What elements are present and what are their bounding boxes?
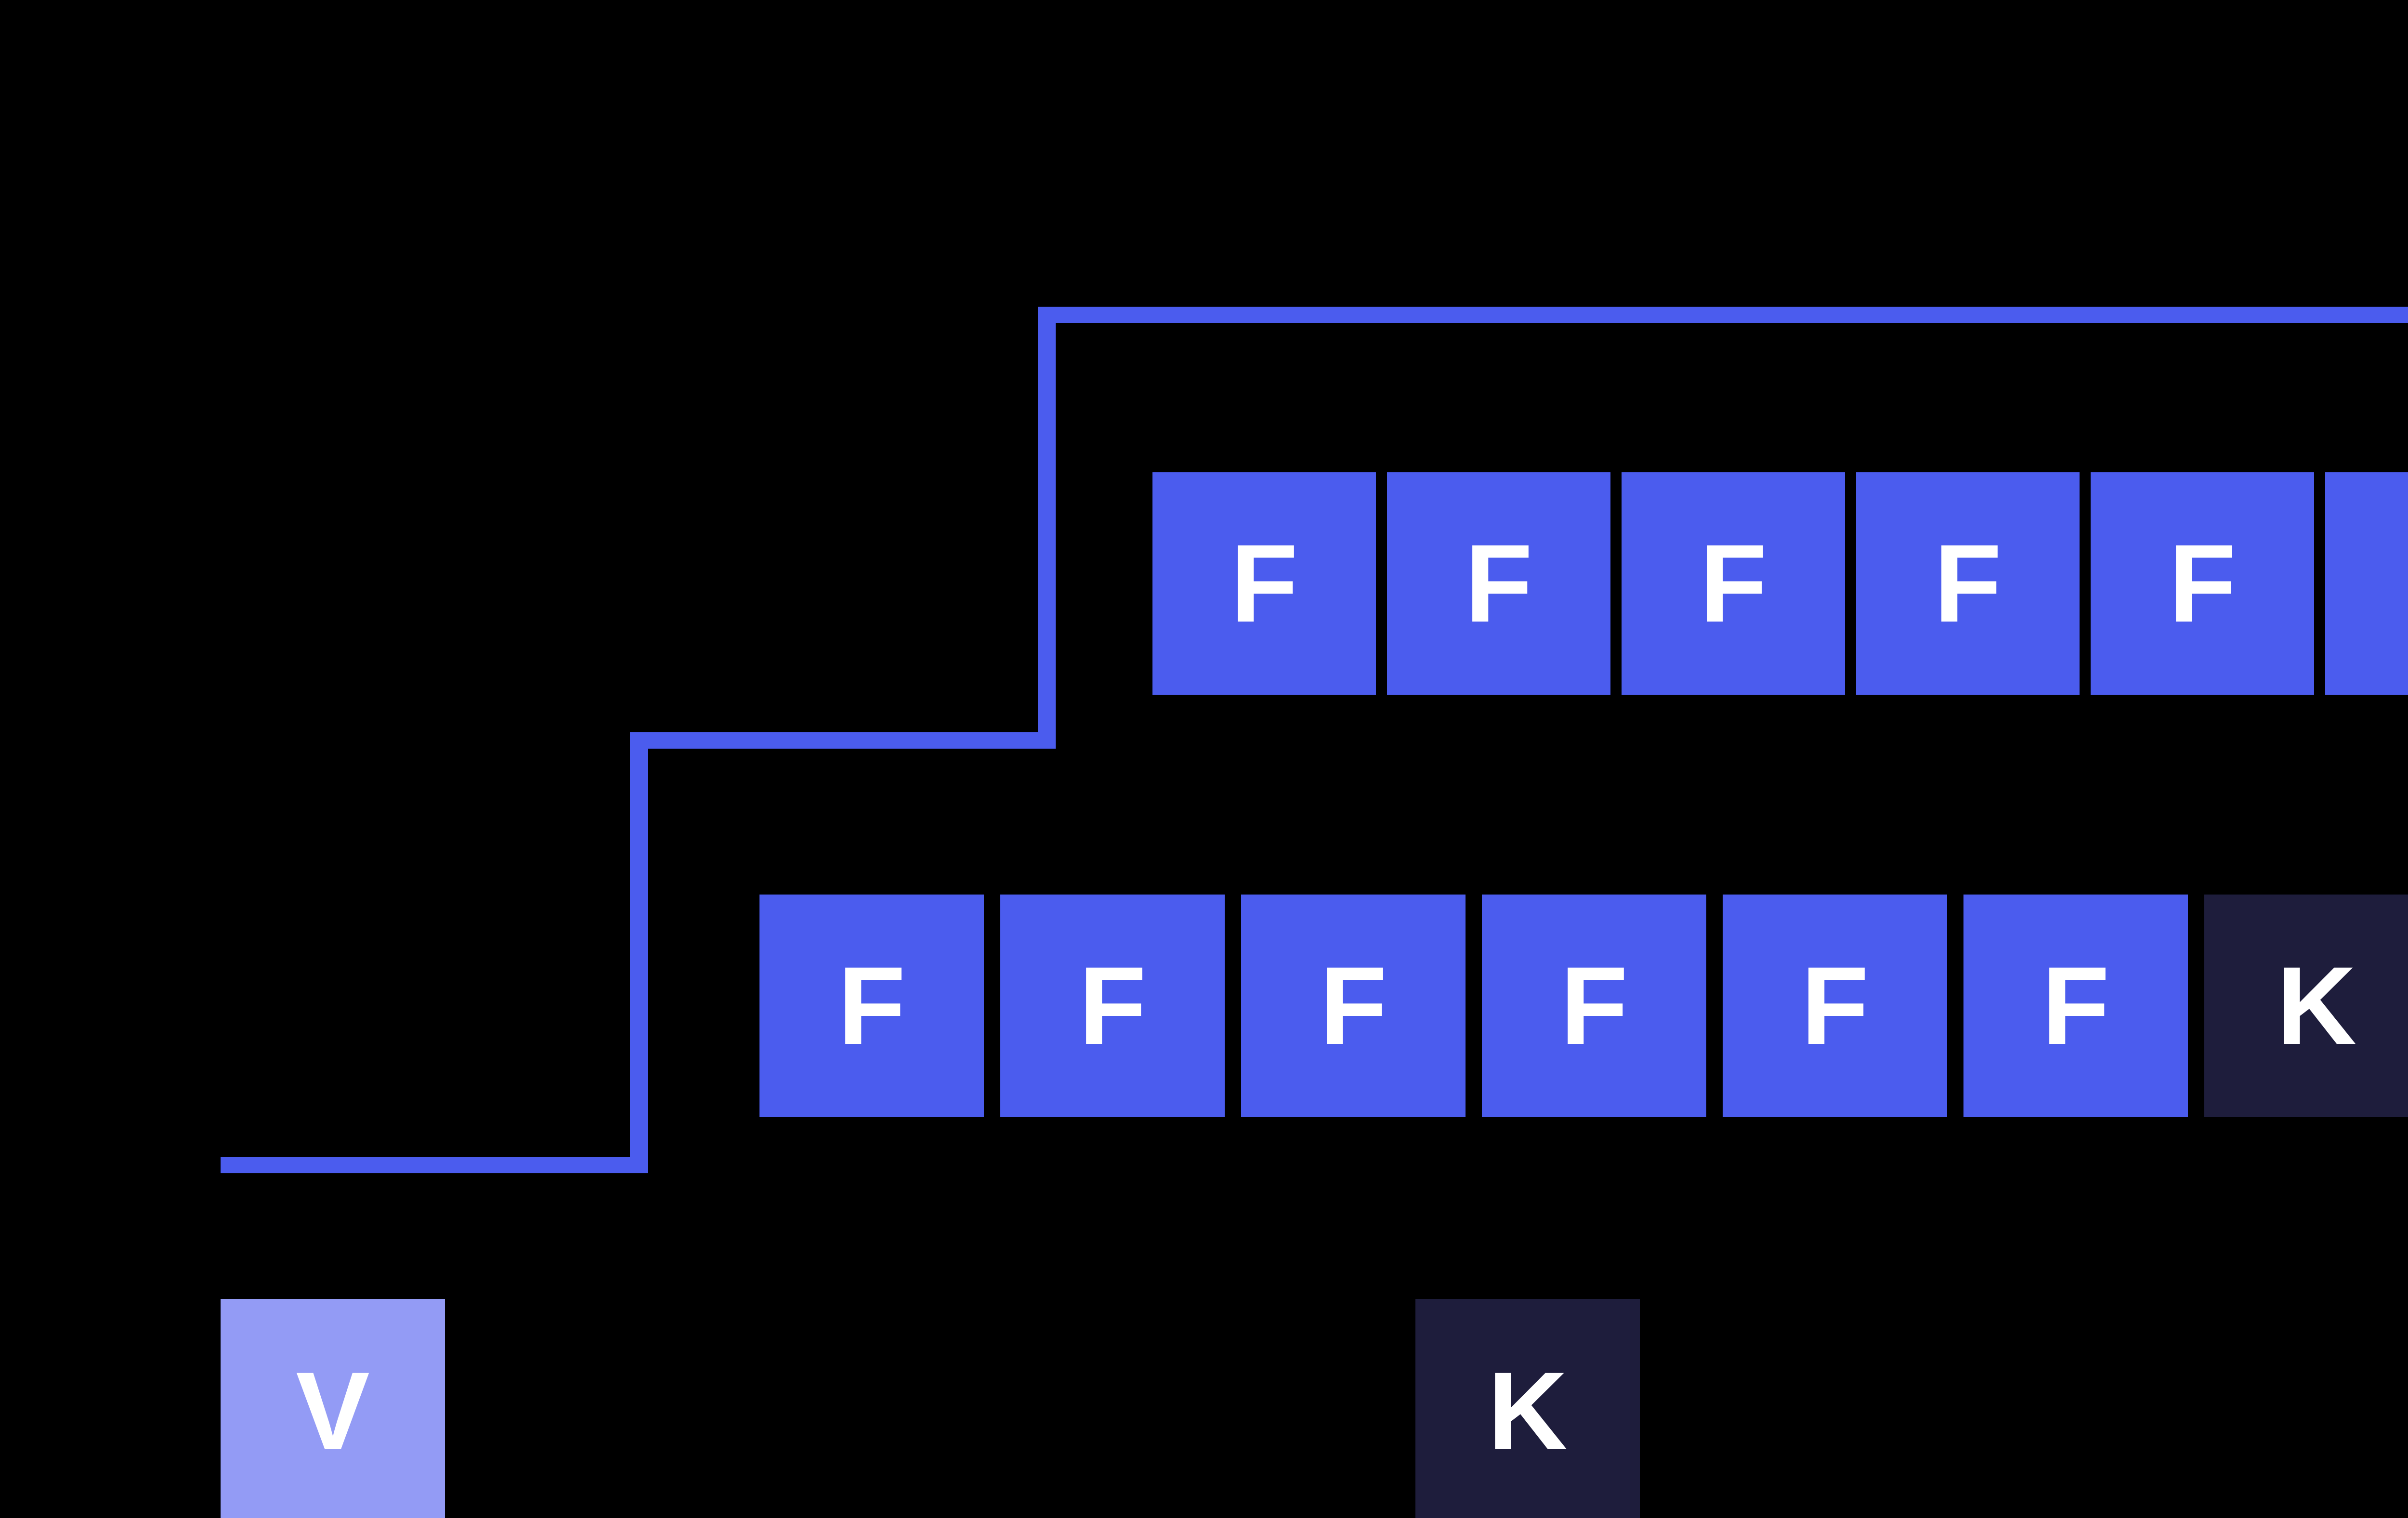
tile-letter: F — [1078, 944, 1147, 1067]
connector-segment-top-horizontal — [1038, 307, 2408, 323]
connector-segment-bottom-horizontal — [221, 1157, 648, 1173]
tile-top-row-0[interactable]: F — [1152, 472, 1376, 695]
tile-letter: F — [1319, 944, 1387, 1067]
connector-segment-upper-vertical — [1038, 307, 1056, 749]
tile-letter: F — [1560, 944, 1628, 1067]
tile-letter: K — [1487, 1349, 1568, 1473]
tile-letter: F — [1934, 521, 2002, 645]
tile-top-row-1[interactable]: F — [1387, 472, 1610, 695]
tile-letter: F — [1465, 521, 1533, 645]
tile-letter: F — [2168, 521, 2237, 645]
tile-top-row-3[interactable]: F — [1856, 472, 2080, 695]
tile-letter: F — [2042, 944, 2110, 1067]
tile-bottom-row-2[interactable]: F — [1241, 895, 1466, 1117]
tile-bottom-row-1[interactable]: F — [1000, 895, 1225, 1117]
connector-segment-lower-vertical — [630, 732, 648, 1173]
tile-letter: F — [1230, 521, 1298, 645]
tile-letter: F — [2403, 528, 2408, 639]
legend-tile-k[interactable]: K — [1415, 1299, 1640, 1518]
tile-bottom-row-3[interactable]: F — [1482, 895, 1706, 1117]
tile-bottom-row-0[interactable]: F — [759, 895, 984, 1117]
tile-letter: F — [838, 944, 906, 1067]
tile-bottom-row-4[interactable]: F — [1723, 895, 1947, 1117]
legend-tile-v[interactable]: V — [221, 1299, 445, 1518]
tile-bottom-row-6[interactable]: K — [2204, 895, 2408, 1117]
tile-bottom-row-5[interactable]: F — [1963, 895, 2188, 1117]
tile-letter: F — [1801, 944, 1869, 1067]
tile-letter: V — [296, 1349, 370, 1473]
connector-segment-middle-horizontal — [630, 732, 1056, 749]
tile-top-row-4[interactable]: F — [2091, 472, 2314, 695]
tile-top-row-5[interactable]: F — [2325, 472, 2408, 695]
tile-top-row-2[interactable]: F — [1622, 472, 1845, 695]
tile-letter: K — [2276, 944, 2357, 1067]
tile-letter: F — [1699, 521, 1767, 645]
